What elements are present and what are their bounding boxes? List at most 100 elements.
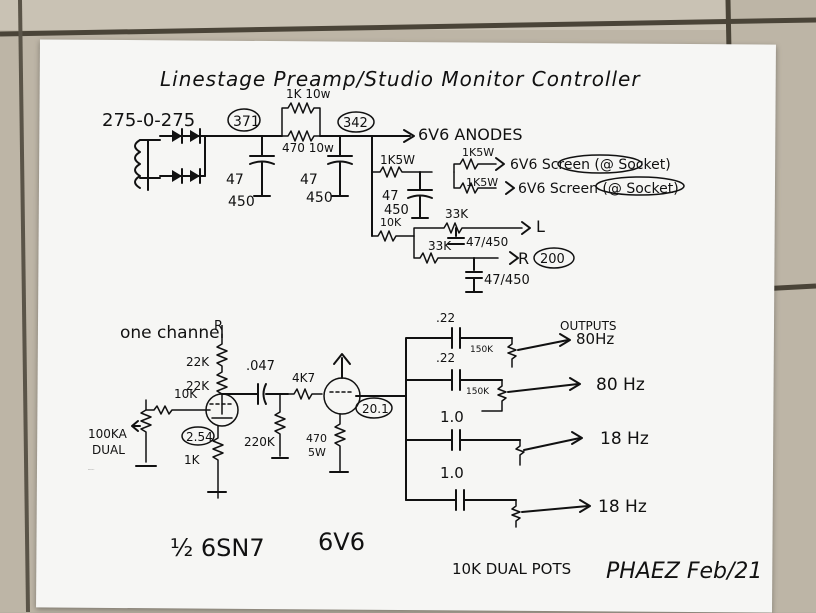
out3-label: 18 Hz xyxy=(600,429,649,449)
voltage-circle-1 xyxy=(227,108,261,132)
cap1-voltage: 450 xyxy=(228,194,255,210)
cathode-voltage: 2.54 xyxy=(186,430,213,444)
rectifier-diodes xyxy=(159,128,206,184)
screen-arrow-2 xyxy=(505,181,515,195)
cap3-voltage: 450 xyxy=(384,203,409,218)
out-cap3: 1.0 xyxy=(440,408,464,426)
r10k-label: 10K xyxy=(380,216,402,229)
r10k-label: 10K xyxy=(174,387,198,401)
series-resistor-1k xyxy=(281,102,321,137)
cap2-voltage: 450 xyxy=(306,190,333,206)
out-r1: 150K xyxy=(470,345,494,355)
pot-label-line1: 100KA xyxy=(88,427,128,441)
voltage-342: 342 xyxy=(343,116,368,131)
resistor-33k-r xyxy=(413,235,499,264)
out-r2: 150K xyxy=(466,387,490,397)
cap-047-plate-b xyxy=(262,383,267,405)
out4-label: 18 Hz xyxy=(598,497,647,517)
grid-resistor-220k xyxy=(274,393,286,457)
left-arrow xyxy=(521,221,531,235)
cathode-r-label: 1K xyxy=(184,453,201,467)
screen-resistor-main xyxy=(371,166,433,178)
anode-arrow xyxy=(403,129,415,143)
channel-label: one channel xyxy=(120,323,224,343)
cathode-r2-watts: 5W xyxy=(308,446,326,459)
out-cap2: .22 xyxy=(436,351,455,365)
pot-label-line2: DUAL xyxy=(92,443,125,457)
plate-resistors xyxy=(216,333,228,415)
schematic-title: Linestage Preamp/Studio Monitor Controll… xyxy=(160,67,641,91)
output-branch-1 xyxy=(435,327,571,368)
v6v6-voltage: 20.1 xyxy=(362,402,389,416)
out-cap4: 1.0 xyxy=(440,464,464,482)
signature: PHAEZ Feb/21 xyxy=(606,559,762,584)
out1-label: 80Hz xyxy=(576,330,614,348)
r22k-2: 22K xyxy=(186,379,210,393)
cap1-value: 47 xyxy=(226,172,244,188)
r22k-1: 22K xyxy=(186,355,210,369)
socket-circle-1 xyxy=(557,154,643,174)
cathode-resistor-1k xyxy=(212,425,224,499)
out-l: L xyxy=(536,217,545,236)
filter-cap-2 xyxy=(327,135,353,197)
voltage-200: 200 xyxy=(540,252,565,267)
out-cap1: .22 xyxy=(436,311,455,325)
screen-resistor-2 xyxy=(453,171,497,194)
pot-wiper xyxy=(131,420,141,432)
voltage-371: 371 xyxy=(233,114,260,130)
screen-arrow-1 xyxy=(495,157,505,171)
cap-047-label: .047 xyxy=(246,359,275,374)
input-r-label: R xyxy=(214,319,223,334)
screen-r2-label: 1K5W xyxy=(466,176,498,189)
voltage-circle-3 xyxy=(533,247,575,269)
cap5-label: 47/450 xyxy=(484,273,530,288)
cap2-value: 47 xyxy=(300,172,318,188)
output-branch-2 xyxy=(405,369,581,412)
r33k-r-label: 33K xyxy=(428,239,452,253)
screen-resistor-1 xyxy=(453,158,497,173)
outputs-header: OUTPUTS xyxy=(560,319,617,333)
screen-r-label: 1K5W xyxy=(380,153,415,167)
cathode-voltage-circle xyxy=(181,426,215,446)
r33k-l-label: 33K xyxy=(445,207,469,221)
v6v6-circle xyxy=(355,397,393,419)
filter-cap-1 xyxy=(249,135,275,197)
tube1-label: ½ 6SN7 xyxy=(170,534,265,562)
tube2-label: 6V6 xyxy=(318,528,365,556)
cap4-label: 47/450 xyxy=(466,235,508,249)
cap3-value: 47 xyxy=(382,189,399,204)
series-resistor-470 xyxy=(281,130,325,142)
right-arrow xyxy=(509,251,519,265)
grid-resistor-10k xyxy=(145,405,211,415)
out2-label: 80 Hz xyxy=(596,375,645,395)
cathode-resistor-470 xyxy=(334,413,346,473)
tube-6v6 xyxy=(323,377,361,415)
output-branch-4 xyxy=(405,489,591,528)
series-resistor-label: 1K 10w xyxy=(286,87,331,101)
transformer-coil xyxy=(134,139,141,189)
r4k7-label: 4K7 xyxy=(292,371,315,385)
resistor-33k-l xyxy=(413,222,523,237)
output-branch-3 xyxy=(405,429,583,466)
transformer-label: 275-0-275 xyxy=(102,110,195,131)
resistor-10k xyxy=(371,230,415,242)
anode-label: 6V6 ANODES xyxy=(418,125,522,144)
filter-cap-5 xyxy=(465,257,483,293)
screen-r1-label: 1K5W xyxy=(462,146,494,159)
r220k-label: 220K xyxy=(244,435,276,449)
filter-cap-4 xyxy=(447,227,465,245)
socket-circle-2 xyxy=(595,176,685,196)
grid-stopper-4k7 xyxy=(287,388,323,400)
volume-pot xyxy=(140,399,152,463)
out-r: R xyxy=(518,249,529,268)
series-resistor2-label: 470 10w xyxy=(282,141,334,155)
output-bus xyxy=(355,337,437,397)
pots-label: 10K DUAL POTS xyxy=(452,560,571,578)
filter-cap-3 xyxy=(407,171,433,219)
b-plus-arrow xyxy=(333,353,351,365)
voltage-circle-2 xyxy=(337,111,375,133)
screen-out-1: 6V6 Screen (@ Socket) xyxy=(510,157,671,173)
pot-label: 100KA DUAL xyxy=(88,468,95,471)
cathode-r2-label: 470 xyxy=(306,432,327,445)
